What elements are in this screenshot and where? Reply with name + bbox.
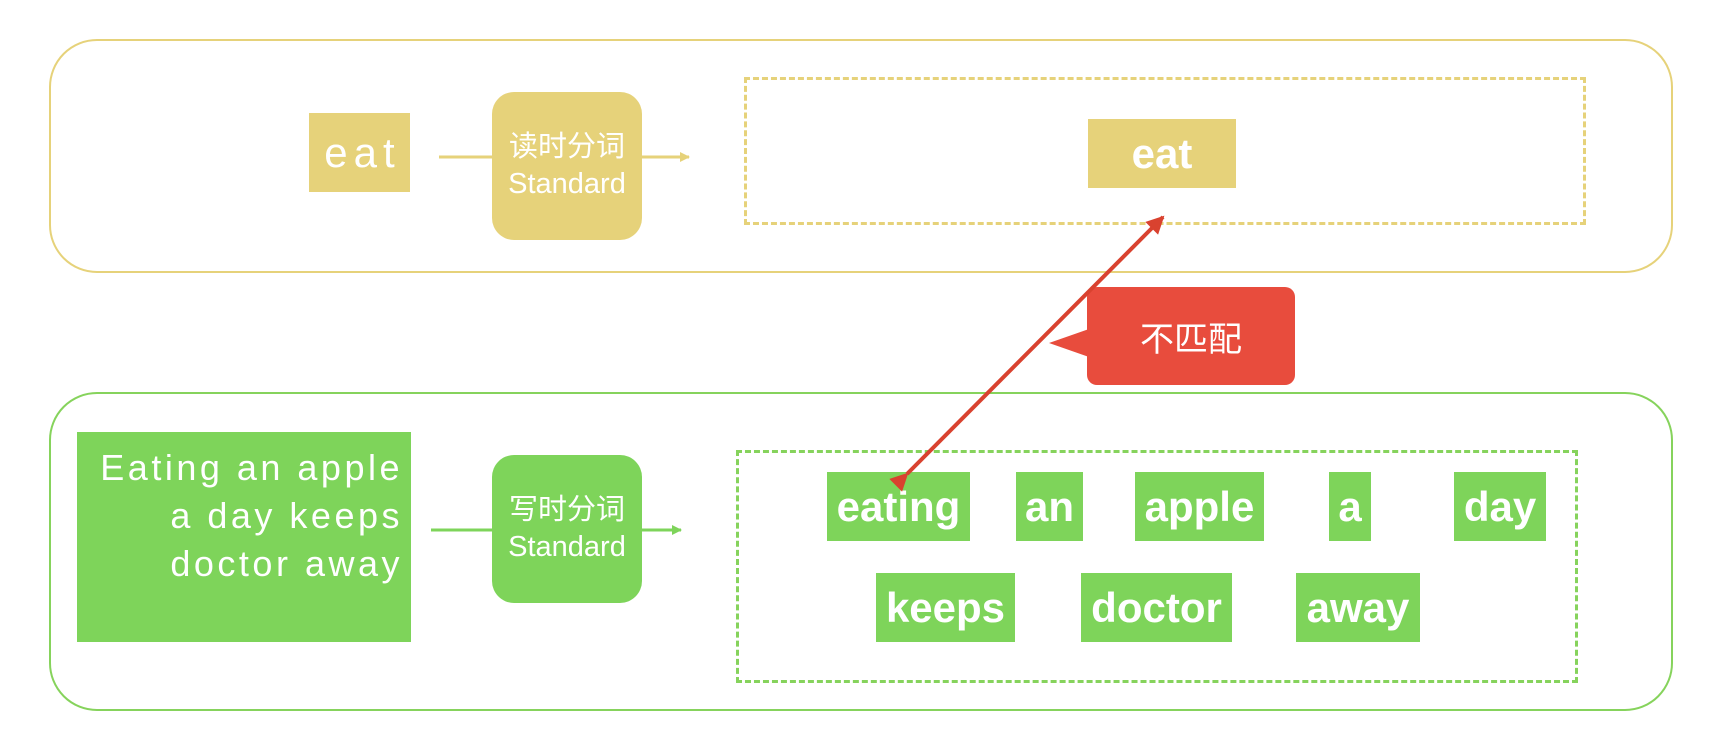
read-token: eat — [1088, 119, 1236, 188]
read-input-text: eat — [309, 113, 410, 192]
read-token-area — [744, 77, 1586, 225]
write-token: day — [1454, 472, 1546, 541]
mismatch-double-arrow — [889, 215, 1165, 492]
write-analyzer-name: Standard — [508, 531, 626, 563]
write-analyzer-box: 写时分词 Standard — [492, 455, 642, 603]
write-analyzer-label: 写时分词 — [508, 494, 625, 526]
write-token: a — [1329, 472, 1371, 541]
read-analyzer-name: Standard — [508, 168, 626, 200]
write-token: away — [1296, 573, 1420, 642]
write-input-text: Eating an apple a day keeps doctor away — [77, 432, 411, 642]
write-token: doctor — [1081, 573, 1232, 642]
write-token: keeps — [876, 573, 1015, 642]
read-analyzer-label: 读时分词 — [508, 131, 625, 163]
read-analyzer-box: 读时分词 Standard — [492, 92, 642, 240]
